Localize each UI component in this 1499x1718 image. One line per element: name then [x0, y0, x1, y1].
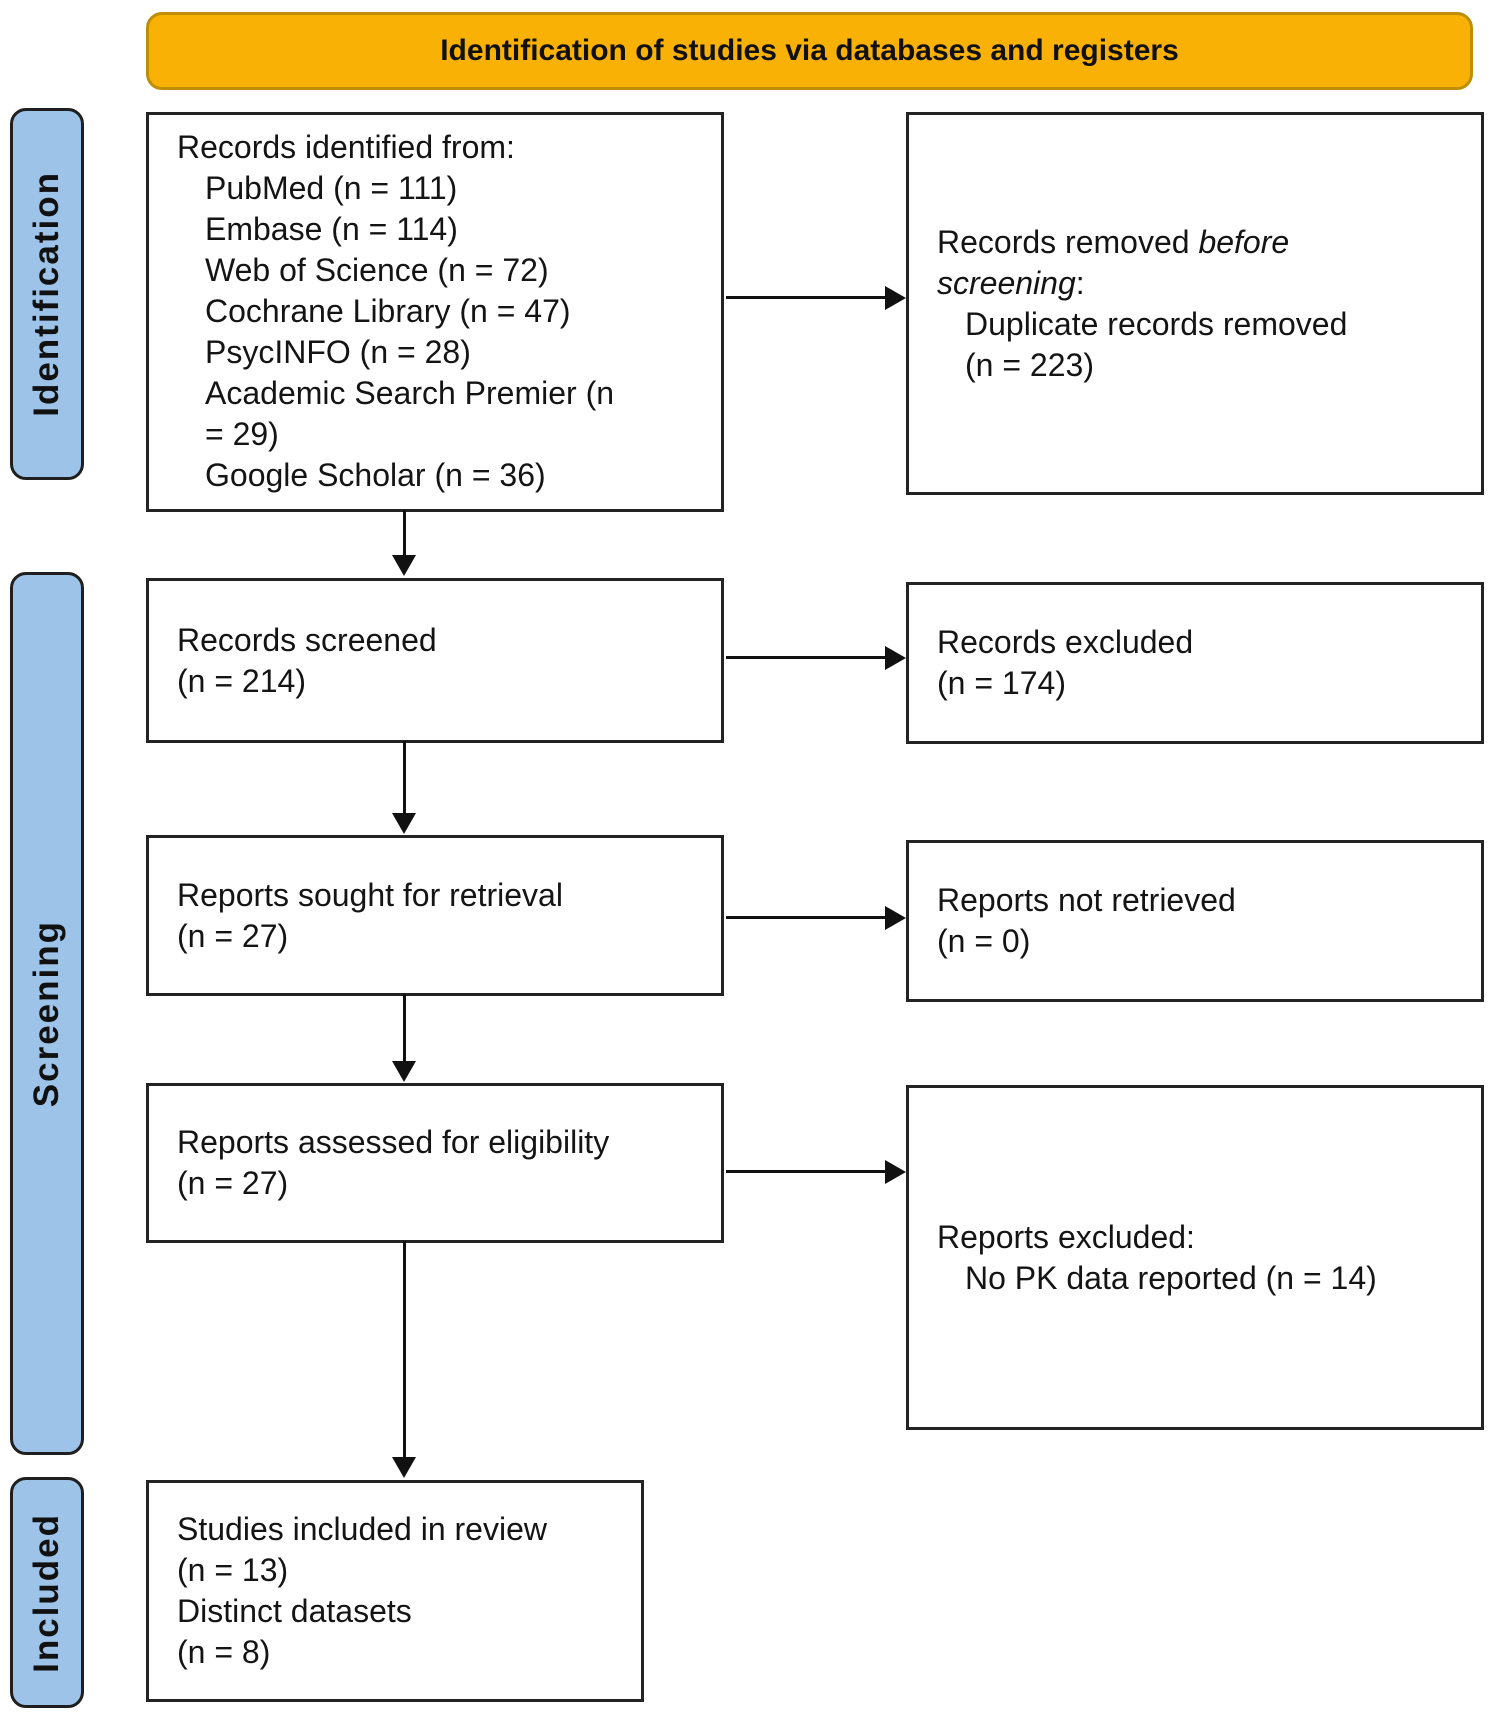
box-count: (n = 27): [177, 1165, 289, 1201]
stage-included-text: Included: [27, 1512, 66, 1673]
title-suffix: :: [1075, 264, 1085, 301]
box-count: (n = 8): [177, 1634, 271, 1670]
stage-label-screening: Screening: [10, 572, 84, 1455]
removal-reason: Duplicate records removed (n = 223): [965, 305, 1348, 383]
arrowhead: [885, 1160, 906, 1184]
database-count: Embase (n = 114): [205, 211, 458, 247]
stage-screening-text: Screening: [27, 919, 66, 1108]
database-count: Web of Science (n = 72): [205, 252, 549, 288]
title-prefix: Records removed: [937, 223, 1199, 260]
arrowhead: [885, 906, 906, 930]
database-count: Academic Search Premier (n = 29): [205, 375, 615, 452]
database-count: PsycINFO (n = 28): [205, 334, 471, 370]
box-line: Reports assessed for eligibility: [177, 1124, 610, 1160]
box-records-identified: Records identified from: PubMed (n = 111…: [146, 112, 724, 512]
box-line: Studies included in review: [177, 1511, 547, 1547]
arrow-line: [403, 741, 406, 814]
database-count: Cochrane Library (n = 47): [205, 293, 571, 329]
box-reports-excluded: Reports excluded: No PK data reported (n…: [906, 1085, 1484, 1430]
box-records-screened: Records screened (n = 214): [146, 578, 724, 743]
arrowhead: [885, 646, 906, 670]
database-count: Google Scholar (n = 36): [205, 457, 546, 493]
exclusion-reason: No PK data reported (n = 14): [965, 1259, 1377, 1296]
box-reports-assessed: Reports assessed for eligibility (n = 27…: [146, 1083, 724, 1243]
box-reports-not-retrieved: Reports not retrieved (n = 0): [906, 840, 1484, 1002]
box-count: (n = 0): [937, 923, 1031, 959]
database-count: PubMed (n = 111): [205, 170, 458, 206]
box-records-removed: Records removed before screening: Duplic…: [906, 112, 1484, 495]
box-count: (n = 27): [177, 917, 289, 954]
box-line: Records excluded: [937, 624, 1194, 660]
header-title: Identification of studies via databases …: [440, 34, 1179, 67]
arrow-line: [403, 1241, 406, 1458]
box-studies-included: Studies included in review (n = 13) Dist…: [146, 1480, 644, 1702]
arrow-line: [726, 656, 886, 659]
title-italic: before screening: [937, 223, 1290, 301]
arrowhead: [885, 286, 906, 310]
arrowhead: [392, 1457, 416, 1478]
arrow-line: [726, 916, 886, 919]
box-line: Records screened: [177, 621, 437, 658]
box-title: Records identified from:: [177, 129, 515, 165]
arrow-line: [403, 510, 406, 556]
stage-label-included: Included: [10, 1477, 84, 1708]
box-line: Distinct datasets: [177, 1593, 412, 1629]
arrow-line: [726, 296, 886, 299]
box-line: Reports not retrieved: [937, 882, 1236, 918]
arrow-line: [403, 994, 406, 1062]
box-reports-sought: Reports sought for retrieval (n = 27): [146, 835, 724, 996]
box-line: Reports sought for retrieval: [177, 876, 563, 913]
stage-identification-text: Identification: [27, 171, 66, 417]
stage-label-identification: Identification: [10, 108, 84, 480]
header-banner: Identification of studies via databases …: [146, 12, 1473, 90]
arrow-line: [726, 1170, 886, 1173]
box-title: Records removed before screening:: [909, 222, 1427, 304]
arrowhead: [392, 1061, 416, 1082]
arrowhead: [392, 813, 416, 834]
arrowhead: [392, 555, 416, 576]
box-records-excluded: Records excluded (n = 174): [906, 582, 1484, 744]
box-count: (n = 13): [177, 1552, 289, 1588]
box-count: (n = 214): [177, 662, 306, 699]
box-count: (n = 174): [937, 665, 1066, 701]
box-title: Reports excluded:: [937, 1218, 1195, 1255]
